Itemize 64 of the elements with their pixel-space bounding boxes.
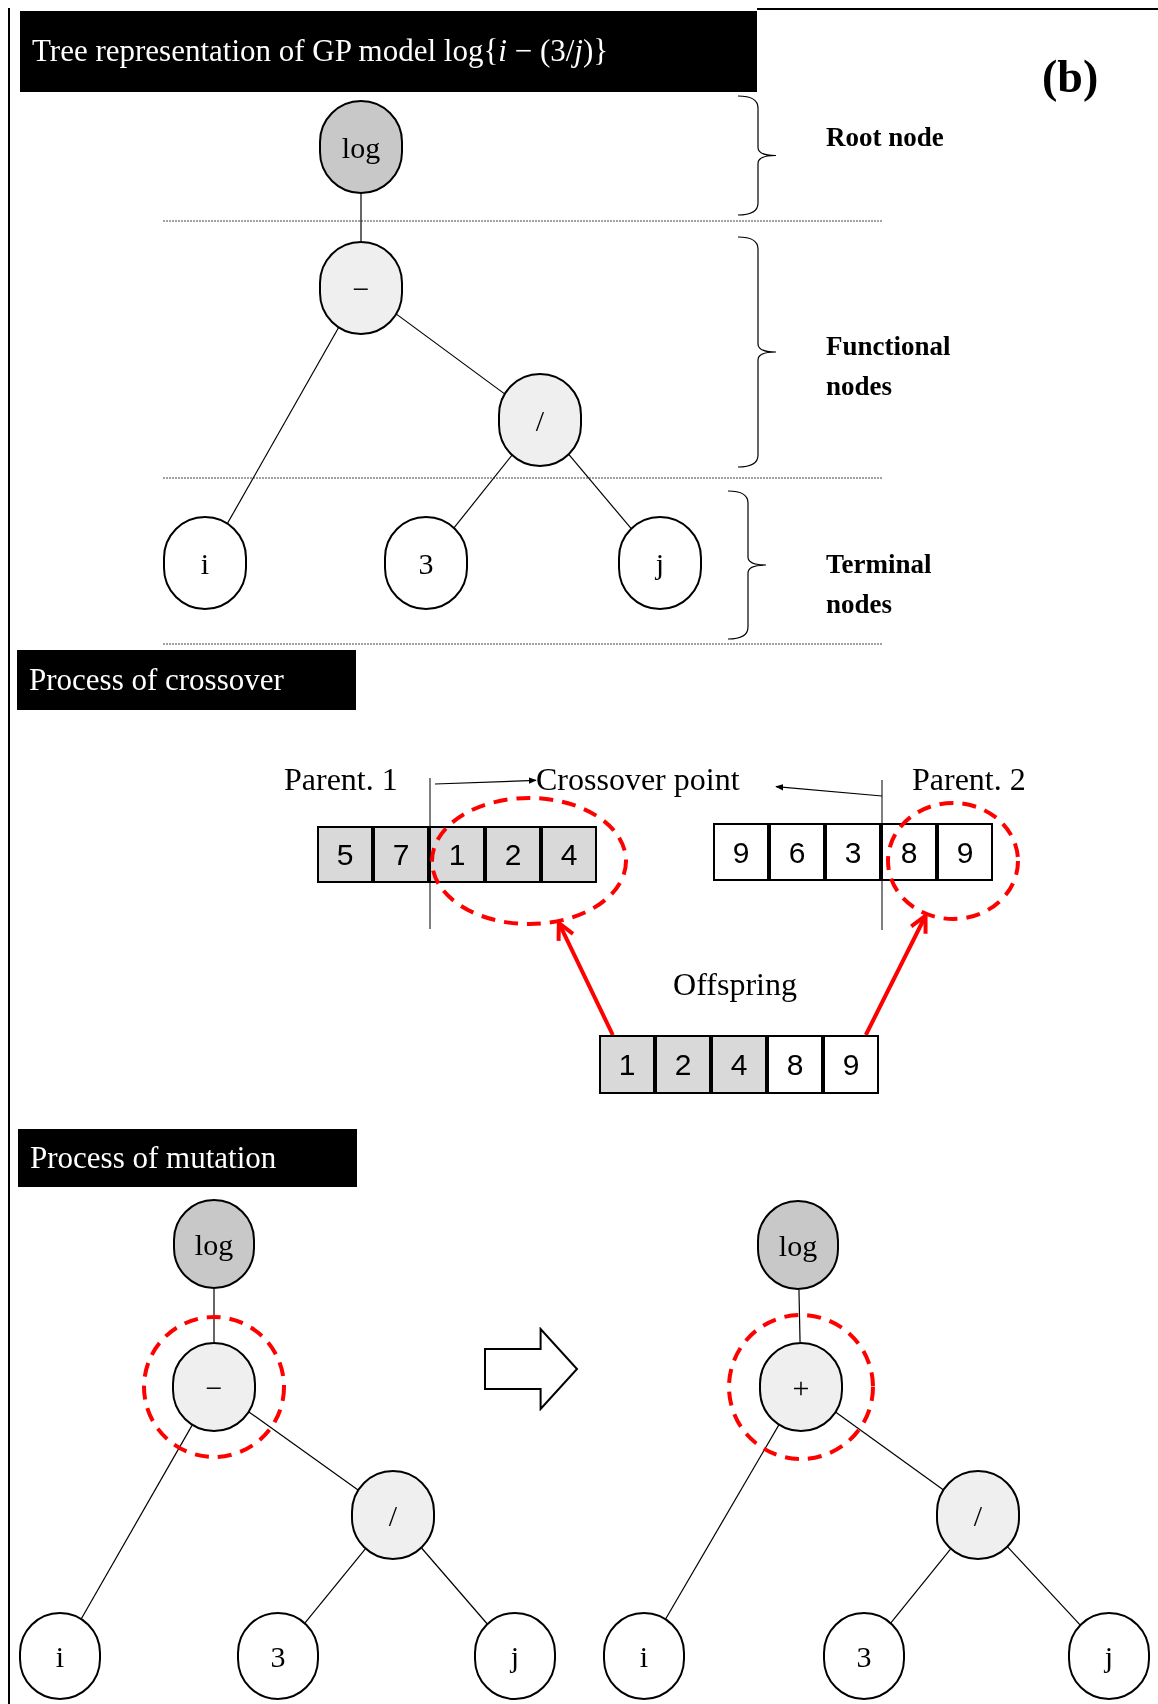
function-node: / [498,373,582,467]
gene-cell: 3 [825,823,881,881]
terminal-node: j [474,1612,556,1700]
selection-ring [727,1313,875,1461]
arrow [434,777,537,785]
gene-cell: 2 [655,1035,711,1094]
parent-label: Parent. 2 [912,760,1027,799]
function-node: − [172,1342,256,1432]
crossover-label: Crossover point [536,755,776,797]
function-node: + [759,1342,843,1432]
gene-cell: 8 [767,1035,823,1094]
function-node: − [319,241,403,335]
terminal-node: 3 [237,1612,319,1700]
terminal-node: j [1068,1612,1150,1700]
selection-ring [142,1315,286,1459]
tree-branch [835,1411,944,1491]
terminal-node: i [19,1612,101,1700]
tree-branch [890,1548,952,1624]
tree-branch [360,193,362,242]
gene-cell: 8 [881,823,937,881]
tree-branch [304,1548,366,1624]
offspring-label: Offspring [672,965,798,1004]
section-heading: Process of mutation [18,1129,357,1187]
terminal-node: 3 [823,1612,905,1700]
root-node: log [173,1199,255,1289]
function-node: / [936,1470,1020,1560]
function-node: / [351,1470,435,1560]
gene-cell: 9 [823,1035,879,1094]
tree-branch [248,1411,359,1491]
tree-branch [798,1289,801,1343]
level-label: Root node [826,121,945,154]
block-arrow [483,1327,579,1411]
terminal-node: j [618,516,702,610]
tree-branch [568,453,632,530]
tree-branch [80,1424,193,1620]
tree-branch [420,1547,488,1625]
gene-cell: 1 [599,1035,655,1094]
tree-branch [395,313,506,395]
tree-branch [226,327,340,524]
selection-ring [886,801,1020,921]
selection-ring [430,796,628,926]
gene-cell: 7 [373,826,429,883]
terminal-node: 3 [384,516,468,610]
gene-cell: 9 [713,823,769,881]
root-node: log [319,100,403,194]
level-label: Terminal nodes [826,548,933,621]
tree-branch [453,454,513,529]
gene-cell: 5 [317,826,373,883]
terminal-node: i [163,516,247,610]
arrow [864,913,928,1036]
panel-letter: (b) [1042,50,1100,104]
gene-cell: 6 [769,823,825,881]
terminal-node: i [603,1612,685,1700]
tree-branch [1007,1546,1081,1626]
tree-branch [665,1424,780,1620]
root-node: log [757,1200,839,1290]
tree-branch [213,1288,215,1343]
gene-cell: 4 [711,1035,767,1094]
section-heading: Tree representation of GP model log{i − (3/j)} [20,11,757,92]
parent-label: Parent. 1 [284,760,399,799]
level-label: Functional nodes [826,330,952,403]
section-heading: Process of crossover [17,650,356,710]
arrow [775,784,883,797]
arrow [556,921,615,1036]
